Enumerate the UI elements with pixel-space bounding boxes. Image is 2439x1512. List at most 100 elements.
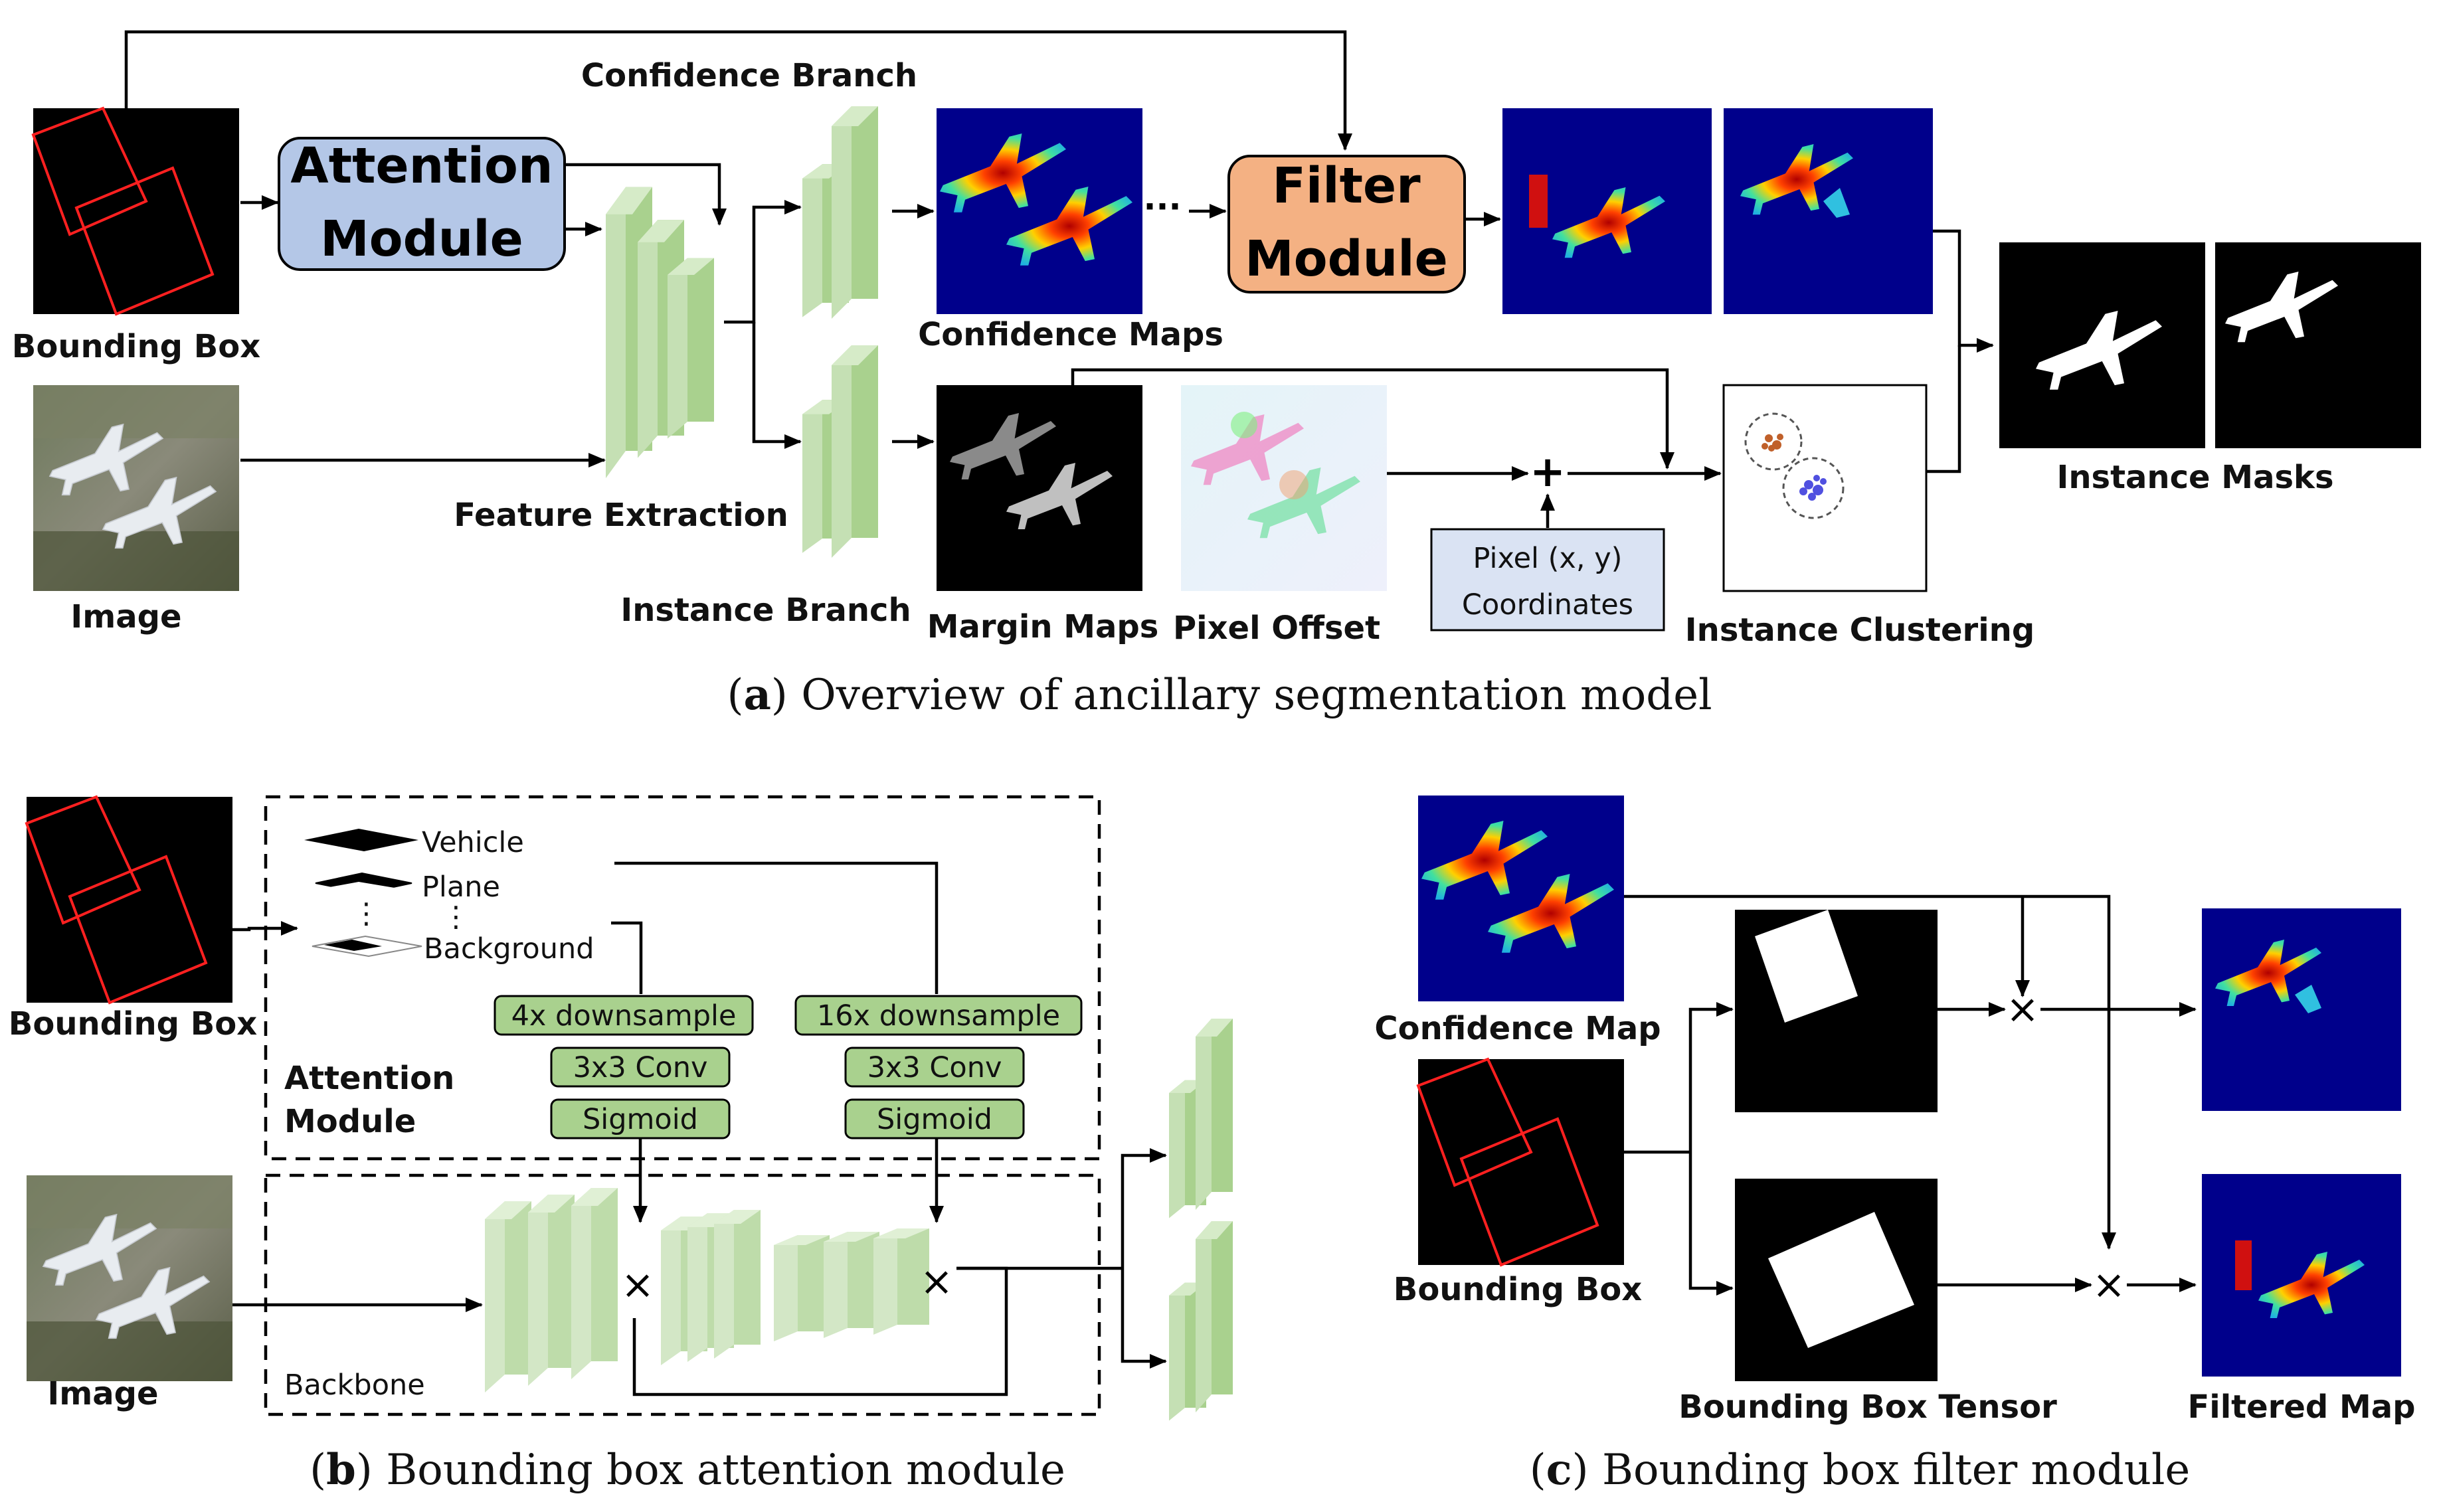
image-input-b xyxy=(27,1175,232,1381)
arrow-split-bottom xyxy=(1688,1152,1734,1296)
background-label: Background xyxy=(424,932,594,966)
conv-16x-box xyxy=(844,1047,1025,1088)
layers-dots-left: ⋮ xyxy=(352,897,381,930)
arrow-to-confidence-branch xyxy=(724,200,802,324)
attention-module-label-1: Attention xyxy=(284,1060,454,1097)
pixel-coordinates-2: Coordinates xyxy=(1462,588,1633,622)
confidence-maps-tile xyxy=(937,108,1142,314)
arrow-bbox-to-layers xyxy=(232,921,298,936)
arrow-bbox-to-filter xyxy=(124,30,1352,151)
instance-branch-label: Instance Branch xyxy=(620,592,911,629)
conv-16x-label: 3x3 Conv xyxy=(867,1051,1002,1084)
caption-a-text: Overview of ancillary segmentation model xyxy=(801,671,1712,720)
feature-extraction-label: Feature Extraction xyxy=(454,497,788,534)
confidence-branch-block xyxy=(802,106,878,319)
caption-a: (a) Overview of ancillary segmentation m… xyxy=(727,670,1712,720)
downsample-4x-label: 4x downsample xyxy=(511,999,737,1033)
bbox-input-c xyxy=(1417,1058,1625,1266)
attention-title-2: Module xyxy=(320,210,523,268)
bbox-tensor-2 xyxy=(1735,1179,1938,1381)
filtered-map-bottom xyxy=(2202,1174,2401,1377)
caption-c-text: Bounding box filter module xyxy=(1602,1446,2190,1495)
sigmoid-16x-box xyxy=(844,1098,1025,1139)
plane-label: Plane xyxy=(422,871,500,904)
confidence-branch-label: Confidence Branch xyxy=(581,57,917,94)
panel-c: Confidence Map Bounding Box Bounding Box… xyxy=(1374,796,2416,1495)
arrow-cluster-to-masks xyxy=(1923,345,1961,473)
backbone-block-1 xyxy=(485,1188,618,1392)
filtered-map-label: Filtered Map xyxy=(2187,1388,2415,1426)
arrow-attention-to-block xyxy=(565,163,727,226)
panel-a: Bounding Box Image Attention Module Feat… xyxy=(12,30,2421,720)
instance-clustering-tile xyxy=(1722,384,1928,592)
sigmoid-4x-label: Sigmoid xyxy=(583,1103,698,1136)
bbox-input-a xyxy=(32,107,240,315)
instance-mask-2 xyxy=(2215,242,2421,448)
arrow-maps-to-masks xyxy=(1933,229,1994,353)
pixel-offset-label: Pixel Offset xyxy=(1173,610,1380,647)
vehicle-label: Vehicle xyxy=(422,826,524,859)
ellipsis: ··· xyxy=(1144,187,1182,226)
arrow-confidence-to-multiply xyxy=(1624,894,2116,1250)
pixel-coordinates-1: Pixel (x, y) xyxy=(1473,542,1623,575)
filtered-map-1 xyxy=(1502,108,1712,314)
caption-c: (c) Bounding box filter module xyxy=(1530,1445,2191,1495)
bbox-tensor-1 xyxy=(1735,910,1938,1112)
attention-module-label-2: Module xyxy=(284,1103,416,1140)
class-layers xyxy=(304,829,422,958)
caption-b-letter: b xyxy=(326,1445,356,1495)
multiply-2: × xyxy=(920,1258,953,1305)
line-to-4x xyxy=(611,921,643,994)
caption-a-letter: a xyxy=(743,670,770,720)
bbox-label-b: Bounding Box xyxy=(9,1005,258,1043)
filtered-map-2 xyxy=(1724,108,1933,314)
multiply-c-top: × xyxy=(2006,986,2039,1033)
margin-maps-label: Margin Maps xyxy=(927,608,1159,645)
image-input-a xyxy=(33,385,239,591)
conv-4x-box xyxy=(550,1047,731,1088)
multiply-c-bottom: × xyxy=(2092,1262,2125,1308)
backbone-region xyxy=(264,1173,1101,1416)
attention-region xyxy=(264,795,1101,1161)
confidence-map-label: Confidence Map xyxy=(1374,1010,1661,1047)
filter-title-1: Filter xyxy=(1272,157,1421,214)
downsample-4x-box xyxy=(494,995,754,1036)
arrow-to-instance-branch xyxy=(752,322,802,449)
arrow-to-head-top xyxy=(1121,1148,1167,1268)
line-to-16x xyxy=(614,861,939,994)
attention-module-box xyxy=(278,137,566,271)
instance-masks-label: Instance Masks xyxy=(2056,459,2333,496)
caption-b: (b) Bounding box attention module xyxy=(310,1445,1065,1495)
downsample-16x-box xyxy=(794,995,1083,1036)
plus-sign: + xyxy=(1530,448,1566,497)
bbox-tensor-label: Bounding Box Tensor xyxy=(1678,1388,2057,1426)
instance-clustering-label: Instance Clustering xyxy=(1685,612,2034,649)
margin-maps-tile xyxy=(937,385,1142,591)
image-label-b: Image xyxy=(47,1375,158,1412)
bbox-label-a: Bounding Box xyxy=(12,328,261,365)
feature-extraction-block xyxy=(606,187,714,479)
backbone-label: Backbone xyxy=(284,1369,425,1402)
downsample-16x-label: 16x downsample xyxy=(817,999,1060,1033)
confidence-maps-label: Confidence Maps xyxy=(918,316,1223,353)
head-block-bottom xyxy=(1169,1221,1233,1421)
panel-b: Bounding Box Image Vehicle Plane ⋮ ⋮ Bac… xyxy=(9,795,1233,1495)
backbone-block-2 xyxy=(661,1210,929,1365)
pixel-coordinates-box xyxy=(1430,528,1665,631)
sigmoid-16x-label: Sigmoid xyxy=(877,1103,992,1136)
caption-b-text: Bounding box attention module xyxy=(386,1446,1065,1495)
arrow-split-top xyxy=(1688,1002,1734,1152)
pixel-offset-tile xyxy=(1181,385,1387,591)
confidence-map-c xyxy=(1418,796,1624,1001)
conv-4x-label: 3x3 Conv xyxy=(573,1051,708,1084)
bbox-label-c: Bounding Box xyxy=(1394,1271,1643,1308)
attention-title-1: Attention xyxy=(290,137,553,195)
layers-dots-right: ⋮ xyxy=(442,900,470,934)
multiply-1: × xyxy=(621,1262,654,1308)
caption-c-letter: c xyxy=(1546,1445,1572,1495)
filtered-map-top xyxy=(2202,908,2401,1111)
arrow-margin-to-clustering xyxy=(1071,368,1674,469)
instance-mask-1 xyxy=(1999,242,2205,448)
